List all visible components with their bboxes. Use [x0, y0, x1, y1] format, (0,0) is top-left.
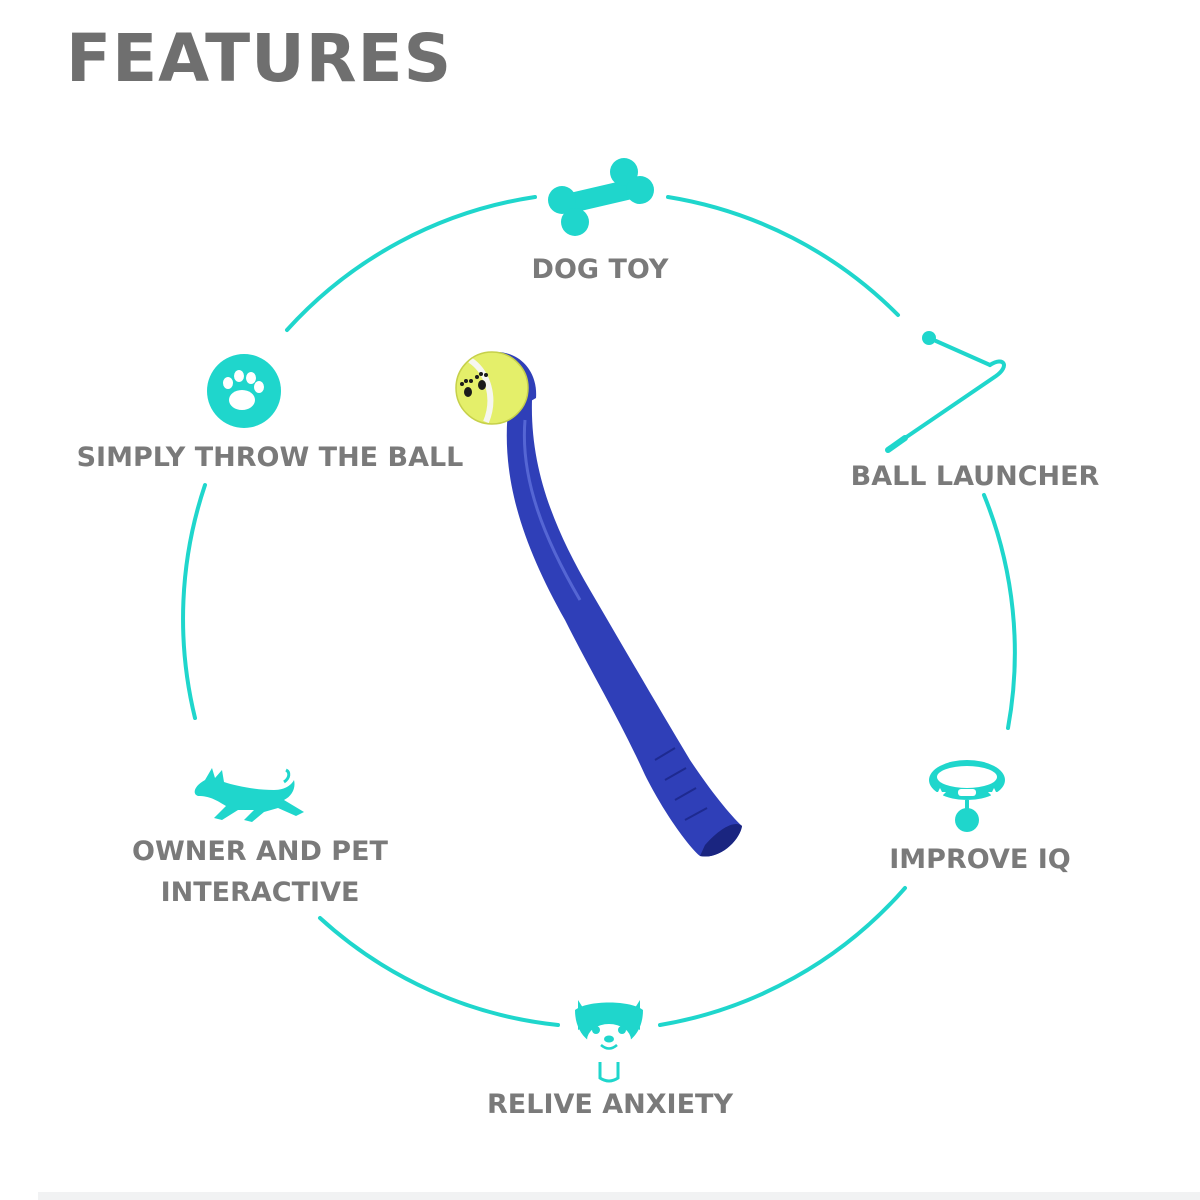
feature-label-simply-throw-the-ball: SIMPLY THROW THE BALL	[76, 442, 464, 473]
tennis-ball	[455, 351, 529, 425]
bone-icon	[548, 158, 654, 236]
paw-icon	[207, 354, 281, 428]
feature-label-ball-launcher: BALL LAUNCHER	[850, 461, 1100, 492]
feature-label-dog-toy: DOG TOY	[531, 254, 669, 285]
running-dog-icon	[194, 768, 304, 822]
feature-label-relive-anxiety: RELIVE ANXIETY	[487, 1089, 733, 1120]
ball-launcher-icon	[885, 331, 1006, 453]
dog-face-icon	[575, 1000, 643, 1083]
feature-label-line: OWNER AND PET	[132, 836, 388, 867]
paw-print-icon	[460, 372, 488, 397]
feature-label-line: INTERACTIVE	[160, 876, 360, 908]
page-title: FEATURES	[66, 20, 453, 97]
dog-collar-icon	[929, 760, 1005, 832]
feature-label-improve-iq: IMPROVE IQ	[889, 844, 1071, 875]
feature-ring	[181, 195, 1017, 1027]
bottom-band	[38, 1192, 1200, 1200]
feature-label-owner-and-pet-interactive: OWNER AND PET INTERACTIVE	[90, 832, 430, 913]
ball-launcher-product	[492, 351, 742, 857]
